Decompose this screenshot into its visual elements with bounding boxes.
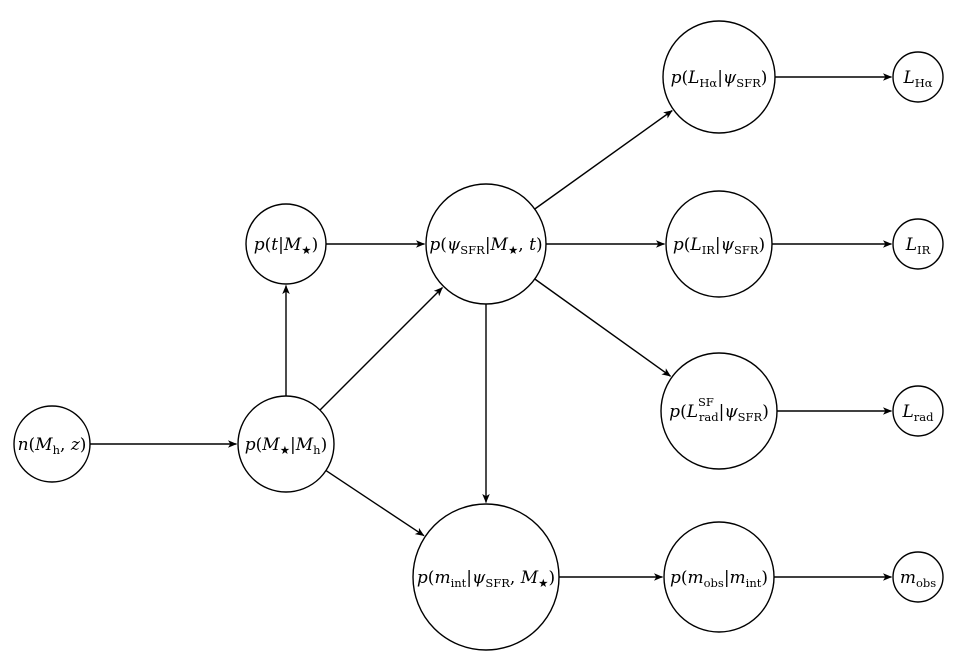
edge-stellar-mass-to-sfr [319, 287, 443, 411]
observable-magnitude-label: mobs [900, 568, 936, 590]
node-halo-mass-function: n(Mh, z) [13, 405, 91, 483]
node-halpha-luminosity-circle [662, 20, 776, 134]
observable-halpha: LHα [892, 51, 944, 103]
node-stellar-mass-circle [237, 395, 335, 493]
node-radio-luminosity-circle [660, 352, 778, 470]
node-time-circle [245, 203, 327, 285]
observable-halpha-circle [892, 51, 944, 103]
node-sfr: p(ψSFR|M★, t) [425, 183, 547, 305]
edge-sfr-to-halpha-luminosity [534, 109, 673, 210]
edges-group [90, 73, 892, 581]
observable-halpha-label: LHα [902, 68, 932, 90]
node-stellar-mass-label: p(M★|Mh) [245, 435, 327, 457]
edge-stellar-mass-to-intrinsic-magnitude [325, 470, 425, 537]
observable-radio-circle [892, 385, 944, 437]
node-halo-mass-function-circle [13, 405, 91, 483]
observable-ir-label: LIR [905, 235, 931, 257]
observable-magnitude-circle [892, 551, 944, 603]
node-halo-mass-function-label: n(Mh, z) [18, 435, 87, 457]
edge-sfr-to-radio-luminosity [534, 278, 672, 377]
node-observed-magnitude-label: p(mobs|mint) [670, 568, 768, 590]
node-halpha-luminosity: p(LHα|ψSFR) [662, 20, 776, 134]
node-observed-magnitude-circle [663, 521, 775, 633]
observable-ir: LIR [892, 218, 944, 270]
node-ir-luminosity-circle [665, 190, 773, 298]
observable-ir-circle [892, 218, 944, 270]
node-sfr-label: p(ψSFR|M★, t) [429, 235, 542, 257]
node-sfr-circle [425, 183, 547, 305]
node-stellar-mass: p(M★|Mh) [237, 395, 335, 493]
observable-radio-label: Lrad [901, 402, 934, 424]
observable-magnitude: mobs [892, 551, 944, 603]
node-intrinsic-magnitude: p(mint|ψSFR, M★) [412, 503, 560, 651]
node-observed-magnitude: p(mobs|mint) [663, 521, 775, 633]
node-intrinsic-magnitude-circle [412, 503, 560, 651]
node-time: p(t|M★) [245, 203, 327, 285]
node-ir-luminosity: p(LIR|ψSFR) [665, 190, 773, 298]
observable-radio: Lrad [892, 385, 944, 437]
